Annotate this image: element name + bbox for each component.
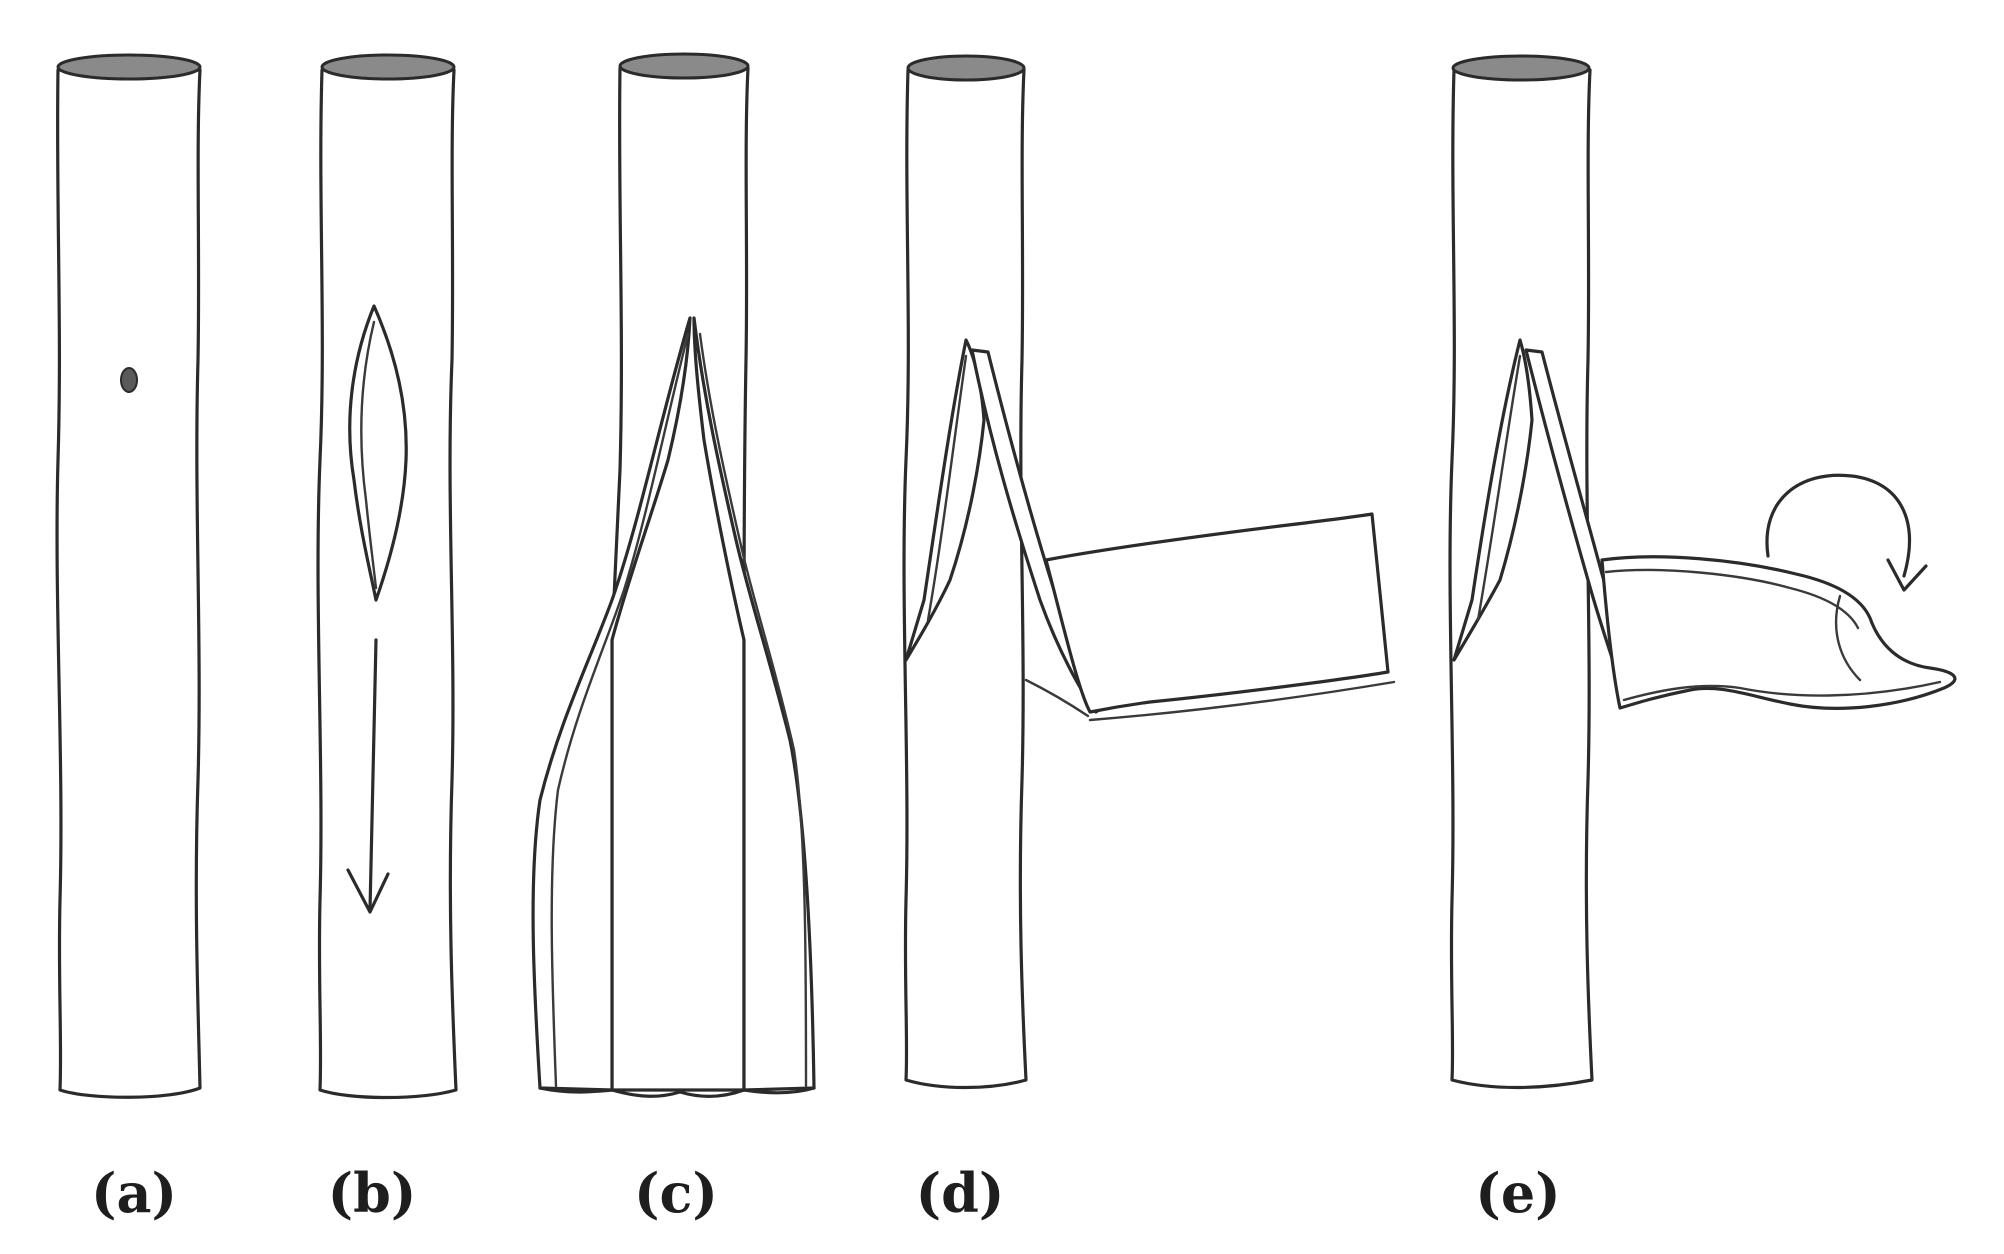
panel-label-c: (c) (634, 1161, 718, 1225)
peel-direction-arrow-shaft (368, 638, 378, 912)
bark-strip-d-ribbon-edge (1088, 680, 1396, 722)
panel-a (55, 53, 202, 1099)
panel-label-a: (a) (91, 1161, 177, 1225)
groove-e-inner (1476, 354, 1522, 622)
flap-left-inner-edge (550, 332, 690, 1088)
groove-d-inner (926, 354, 968, 622)
stem-c-top-rim (618, 52, 750, 80)
stem-a-top-rim (56, 53, 202, 81)
stem-d-top-rim (906, 54, 1026, 82)
peel-direction-arrow-head (346, 868, 390, 914)
panel-b (316, 53, 458, 1100)
slit-inner-line (360, 320, 378, 590)
stem-d-body (902, 68, 1028, 1090)
bud-mark (120, 367, 138, 393)
bark-flap-right (692, 316, 816, 1092)
bark-strip-e-fold (1834, 594, 1862, 682)
bark-strip-d-fold (1024, 678, 1090, 718)
bark-strip-e-edge-1 (1604, 568, 1860, 630)
panel-label-d: (d) (916, 1161, 1005, 1225)
panel-label-e: (e) (1475, 1161, 1560, 1225)
bark-strip-e-twisted (1600, 555, 1957, 710)
twist-direction-arrow-head (1886, 558, 1928, 592)
bark-flap-left (531, 316, 692, 1092)
stem-c-bottom (538, 1086, 816, 1098)
panel-d (902, 54, 1396, 1090)
bark-strip-e-edge-2 (1622, 680, 1942, 702)
stem-a-body (55, 68, 202, 1099)
panel-c (531, 52, 816, 1098)
twist-direction-arrow (1765, 473, 1912, 578)
groove-e (1452, 338, 1534, 662)
bark-strip-d-ribbon (1044, 512, 1390, 714)
stem-b-top-rim (320, 53, 456, 81)
flap-right-inner-edge (698, 332, 808, 1088)
stem-b-body (316, 68, 458, 1100)
stem-c-body (610, 66, 750, 1092)
groove-d (904, 338, 986, 662)
stem-e-top-rim (1451, 54, 1591, 82)
panel-label-b: (b) (328, 1161, 417, 1225)
stem-e-body (1448, 68, 1594, 1090)
panel-e (1448, 54, 1957, 1090)
